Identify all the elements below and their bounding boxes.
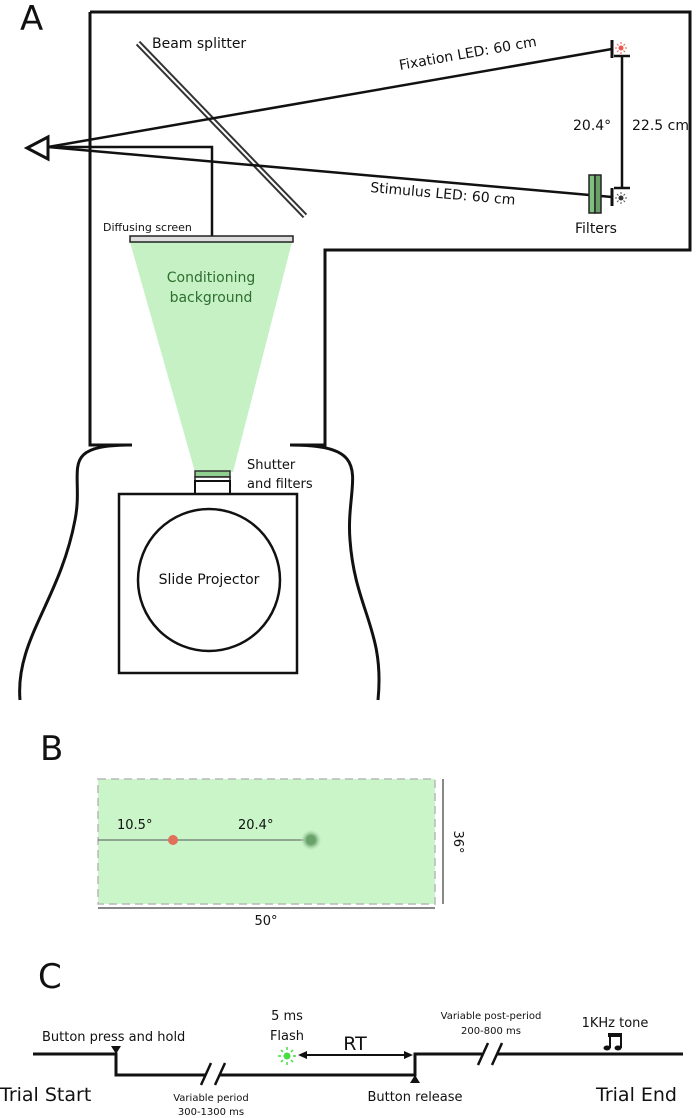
angle-label: 20.4° [573, 118, 611, 134]
tone-label: 1KHz tone [582, 1016, 649, 1031]
trial-end-label: Trial End [595, 1084, 677, 1106]
conditioning-label-line2: background [170, 290, 253, 306]
shutter-label-line2: and filters [247, 477, 313, 492]
conditioning-label-line1: Conditioning [167, 270, 255, 286]
width-label: 50° [254, 914, 277, 929]
fixation-point [168, 835, 178, 845]
head-right-outline [289, 443, 381, 701]
diffusing-screen-label: Diffusing screen [103, 221, 192, 234]
post-period-break-marks [476, 1042, 504, 1066]
vertical-light-path [48, 145, 214, 236]
fixation-led-label: Fixation LED: 60 cm [398, 34, 538, 74]
post-period-label-line2: 200-800 ms [461, 1026, 521, 1037]
music-note-icon [603, 1033, 622, 1051]
slide-projector-label: Slide Projector [159, 572, 260, 588]
enclosure-outline [90, 10, 692, 447]
post-period-label-line1: Variable post-period [441, 1011, 542, 1022]
panel-a-letter: A [20, 0, 43, 39]
visual-field-rect [97, 778, 436, 905]
variable-period-label-line2: 300-1300 ms [178, 1107, 244, 1118]
fixation-light-path [47, 47, 613, 149]
button-press-label: Button press and hold [42, 1030, 185, 1045]
filters-icon [588, 174, 602, 214]
button-release-label: Button release [367, 1090, 462, 1105]
shutter-label-line1: Shutter [247, 458, 296, 473]
variable-period-label-line1: Variable period [173, 1093, 249, 1104]
flash-label-line2: Flash [270, 1029, 304, 1044]
filters-label: Filters [575, 221, 617, 237]
conditioning-light-cone [130, 242, 292, 472]
angle-right-label: 20.4° [238, 818, 273, 833]
fixation-led-icon [615, 42, 627, 54]
panel-c-letter: C [38, 957, 62, 997]
stimulus-led-icon [615, 192, 627, 204]
panel-b-letter: B [40, 729, 63, 769]
stimulus-point [306, 835, 316, 845]
beam-splitter-highlight [137, 42, 306, 217]
beam-splitter-label: Beam splitter [152, 36, 246, 52]
distance-label: 22.5 cm [632, 118, 689, 134]
shutter-and-filters [194, 470, 231, 495]
angle-left-label: 10.5° [117, 818, 152, 833]
height-label: 36° [450, 830, 465, 853]
stimulus-led-label: Stimulus LED: 60 cm [370, 180, 516, 209]
diffusing-screen [129, 235, 294, 243]
head-left-outline [18, 443, 133, 701]
eye-icon [23, 134, 50, 162]
trial-timeline [33, 1052, 683, 1077]
rt-arrow [298, 1051, 413, 1059]
button-release-marker [410, 1075, 420, 1083]
stimulus-light-path [47, 145, 613, 199]
period-break-marks [199, 1062, 227, 1086]
flash-icon [278, 1047, 296, 1065]
slide-projector-lens [136, 507, 282, 653]
rt-label: RT [343, 1033, 367, 1055]
flash-label-line1: 5 ms [271, 1009, 303, 1024]
button-press-marker [111, 1046, 121, 1054]
trial-start-label: Trial Start [0, 1084, 91, 1106]
